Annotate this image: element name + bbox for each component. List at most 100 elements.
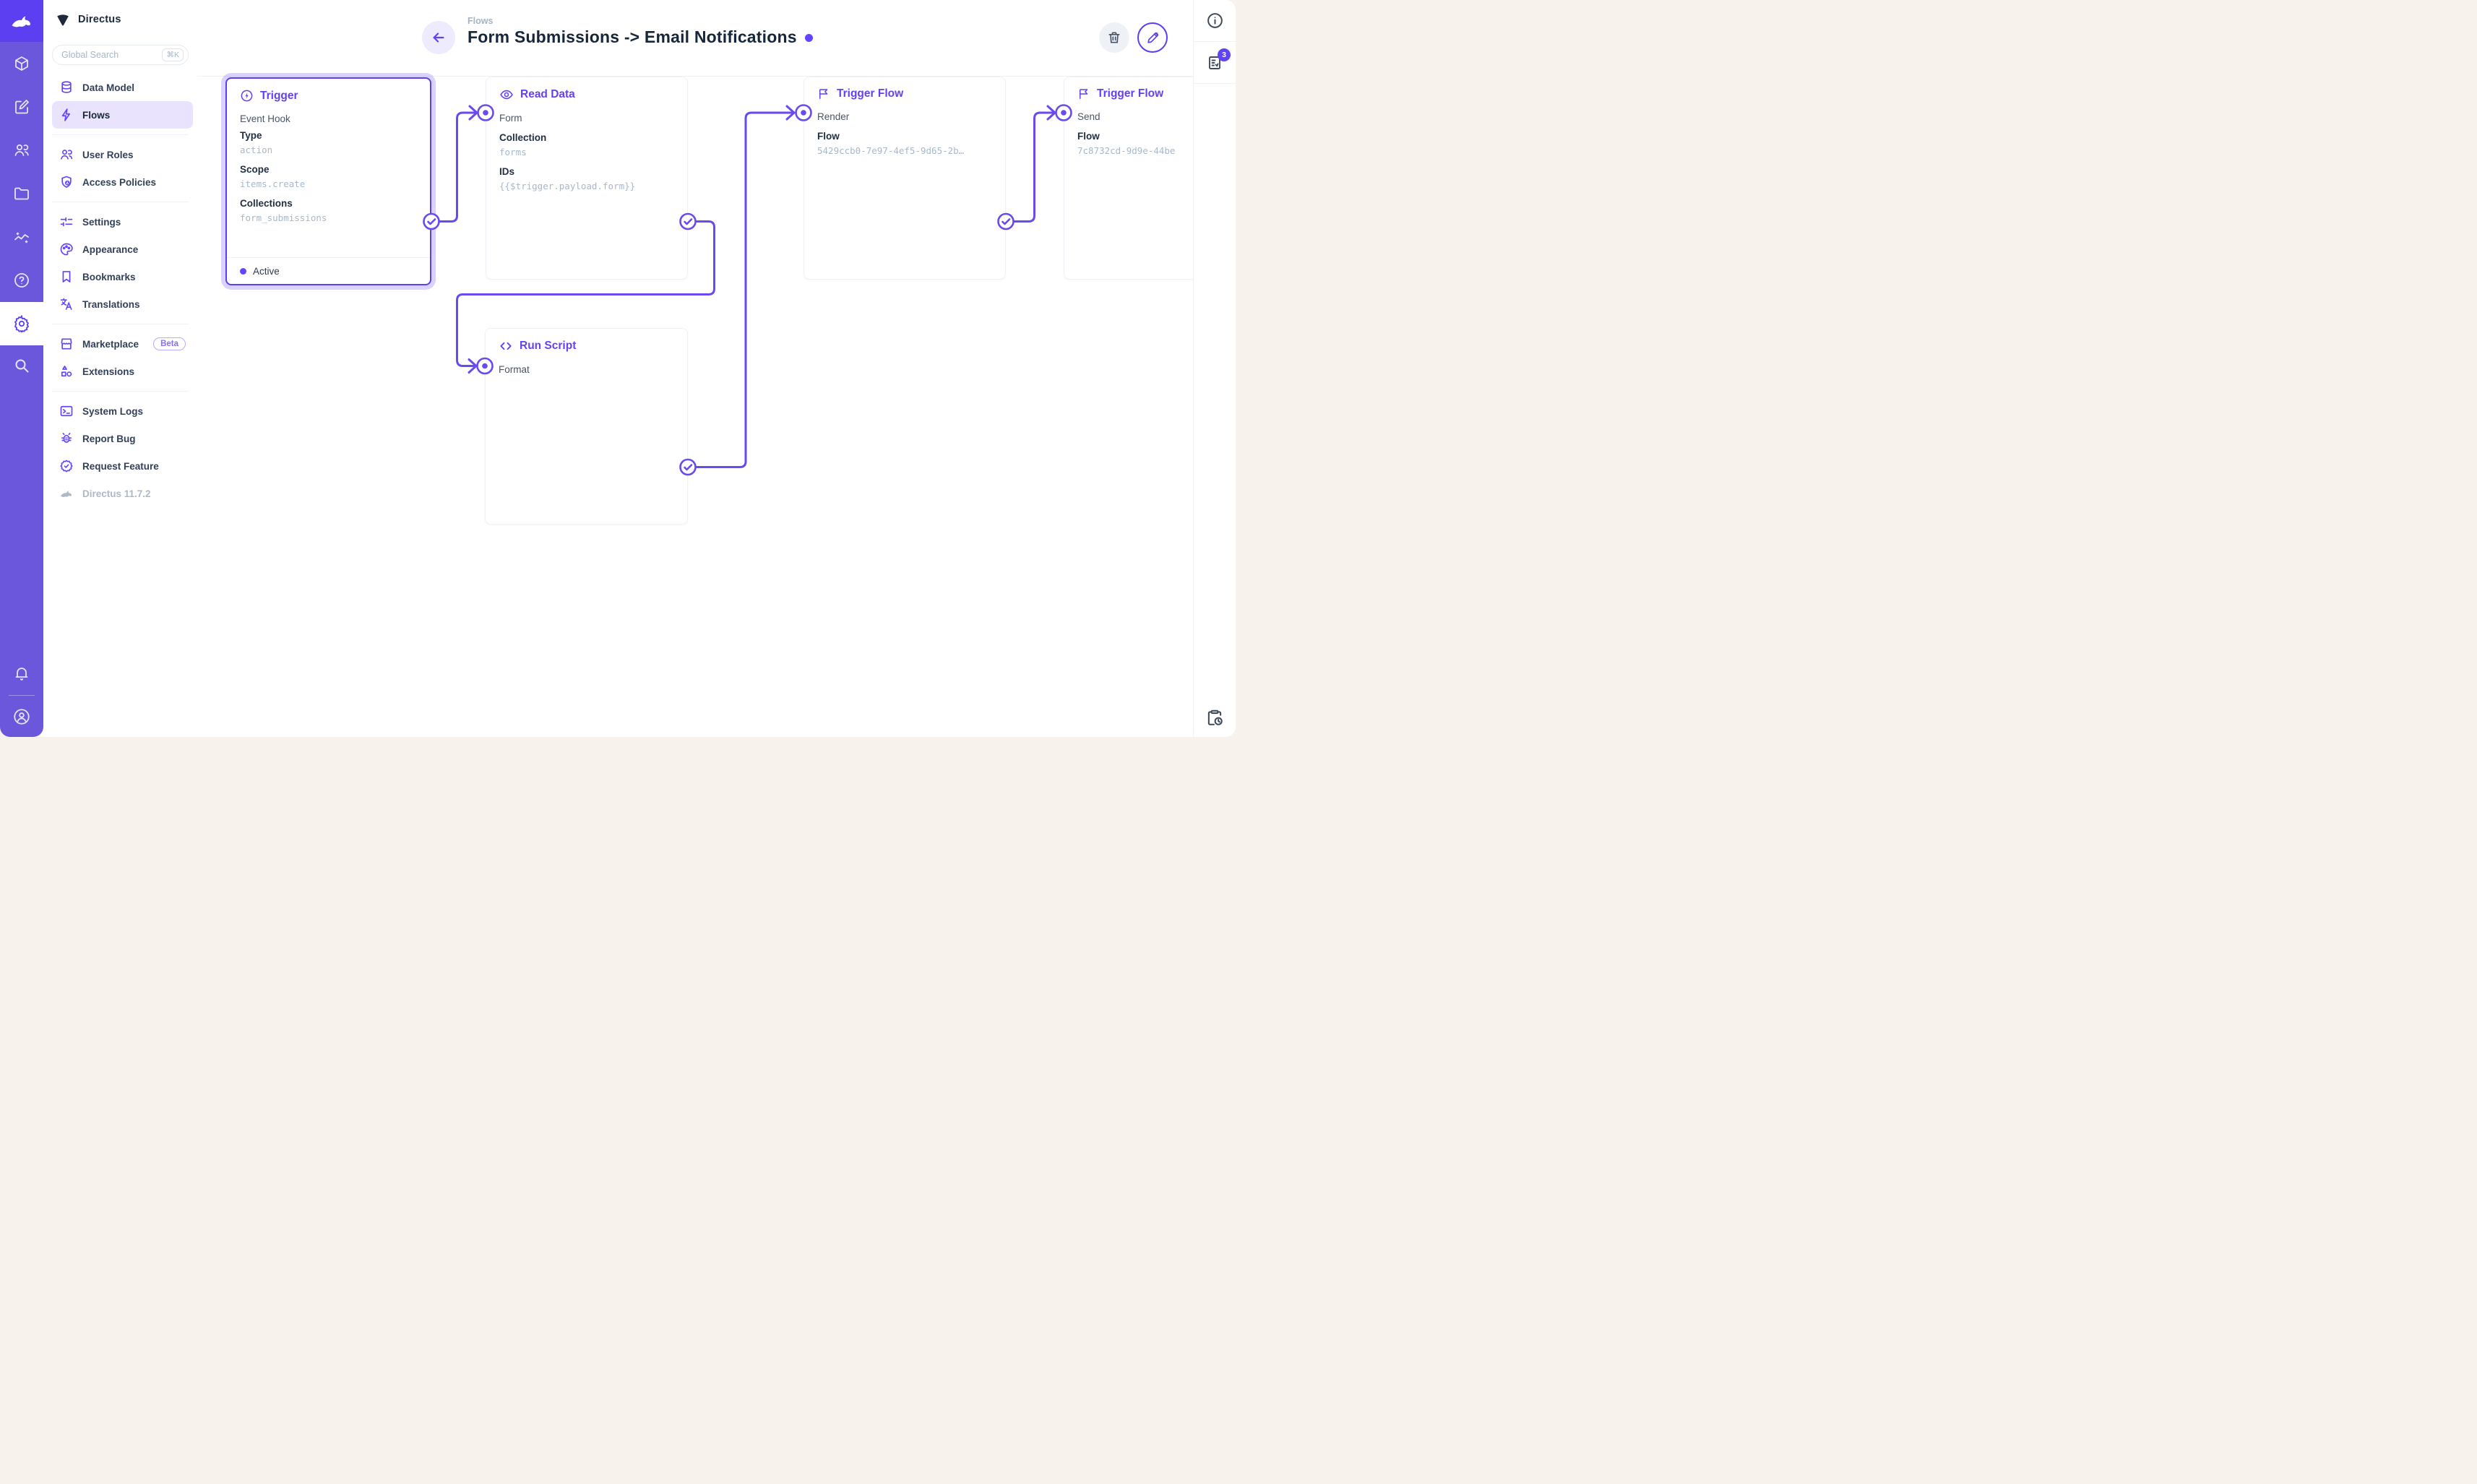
palette-icon [59,242,74,256]
module-help[interactable] [0,260,43,301]
sidebar-item-report-bug[interactable]: Report Bug [52,425,193,452]
breadcrumb[interactable]: Flows [468,16,494,26]
flow-node-trigger[interactable]: Trigger Event Hook Type action Scope ite… [225,77,431,285]
node-input-label: Form [499,113,522,124]
users-icon [59,147,74,162]
field-value: {{$trigger.payload.form}} [499,181,636,191]
flow-node-trigger-flow-render[interactable]: Trigger Flow Render Flow 5429ccb0-7e97-4… [804,77,1006,280]
folder-icon [14,187,29,200]
node-title: Run Script [520,340,577,352]
field-label: Scope [240,164,270,175]
field-label: Flow [817,131,840,142]
rabbit-small-icon [59,486,74,501]
sidebar-item-data-model[interactable]: Data Model [52,74,193,101]
sidebar-item-system-logs[interactable]: System Logs [52,397,193,425]
directus-logo[interactable] [0,0,43,42]
node-input-label: Send [1077,111,1100,122]
node-title: Trigger [260,89,298,102]
sidebar-item-flows[interactable]: Flows [52,101,193,129]
sidebar-item-label: User Roles [82,149,134,160]
sidebar-item-appearance[interactable]: Appearance [52,236,193,263]
sliders-icon [59,215,74,229]
module-search[interactable] [0,345,43,386]
sidebar-item-extensions[interactable]: Extensions [52,358,193,385]
search-icon [15,359,29,373]
sidebar-item-label: Data Model [82,82,135,93]
divider [9,695,35,696]
translate-icon [59,297,74,311]
flow-node-trigger-flow-send[interactable]: Trigger Flow Send Flow 7c8732cd-9d9e-44b… [1064,77,1193,280]
sidebar-item-access-policies[interactable]: Access Policies [52,168,193,196]
gear-icon [14,315,29,332]
module-editor[interactable] [0,87,43,127]
module-files[interactable] [0,173,43,214]
node-status: Active [227,257,430,284]
pencil-icon [1147,32,1158,43]
database-icon [59,80,74,95]
sidebar-item-request-feature[interactable]: Request Feature [52,452,193,480]
shapes-icon [59,364,74,379]
sidebar-item-label: Appearance [82,243,139,255]
sidebar-item-user-roles[interactable]: User Roles [52,141,193,168]
bookmark-icon [59,269,74,284]
field-value: 5429ccb0-7e97-4ef5-9d65-2b… [817,145,965,156]
user-avatar[interactable] [0,696,43,737]
edit-flow-button[interactable] [1137,22,1168,53]
flag-icon [1080,89,1088,99]
revisions-button[interactable] [1194,708,1236,727]
app-window: Flows Form Submissions -> Email Notifica… [0,0,1236,737]
sidebar-item-label: Report Bug [82,433,136,444]
module-settings[interactable] [0,302,43,345]
code-icon [500,342,512,350]
notifications-button[interactable] [0,653,43,694]
field-value: items.create [240,178,306,189]
version-label: Directus 11.7.2 [82,488,151,499]
sidebar-item-label: Extensions [82,366,135,377]
info-icon [1207,13,1223,28]
sidebar-item-settings[interactable]: Settings [52,208,193,236]
info-panel-button[interactable] [1194,0,1236,42]
project-logo-icon [57,14,69,26]
bolt-icon [59,108,74,122]
storefront-icon [59,337,74,351]
arrow-left-icon [433,33,444,43]
sidebar-item-marketplace[interactable]: Marketplace Beta [52,330,193,358]
module-insights[interactable] [0,217,43,257]
logs-panel-button[interactable]: 3 [1194,42,1236,84]
flow-node-read-data[interactable]: Read Data Form Collection forms IDs {{$t… [486,77,688,280]
delete-flow-button[interactable] [1099,22,1129,53]
sidebar-item-label: Marketplace [82,338,139,350]
flag-icon [819,89,828,99]
search-input[interactable] [61,50,158,60]
trash-icon [1108,32,1120,43]
page-header: Flows Form Submissions -> Email Notifica… [197,0,1193,77]
feature-seal-icon [59,459,74,473]
back-button[interactable] [422,21,455,54]
sidebar-item-label: Settings [82,216,121,228]
field-label: Type [240,130,262,141]
divider [52,391,189,392]
node-subtitle: Event Hook [240,113,290,124]
flow-color-dot [804,34,813,42]
project-name: Directus [78,14,121,25]
node-input-label: Format [499,364,530,375]
field-value: 7c8732cd-9d9e-44be [1077,145,1176,156]
node-title: Trigger Flow [837,87,904,100]
rabbit-logo-icon [12,16,31,27]
project-switcher[interactable]: Directus [43,0,197,38]
global-search[interactable]: ⌘K [52,45,189,65]
module-users[interactable] [0,130,43,171]
flow-node-run-script[interactable]: Run Script Format [485,328,688,525]
sidebar-item-bookmarks[interactable]: Bookmarks [52,263,193,290]
sidebar-item-label: Access Policies [82,176,157,188]
page-title: Form Submissions -> Email Notifications [468,27,797,46]
module-content[interactable] [0,43,43,84]
flow-graph-area[interactable]: Trigger Event Hook Type action Scope ite… [197,77,1193,737]
divider [52,134,189,135]
bolt-circle-icon [241,90,253,102]
flow-canvas: Flows Form Submissions -> Email Notifica… [197,0,1193,737]
sidebar-item-translations[interactable]: Translations [52,290,193,318]
field-label: Collection [499,132,547,143]
help-icon [14,273,29,288]
node-input-label: Render [817,111,850,122]
